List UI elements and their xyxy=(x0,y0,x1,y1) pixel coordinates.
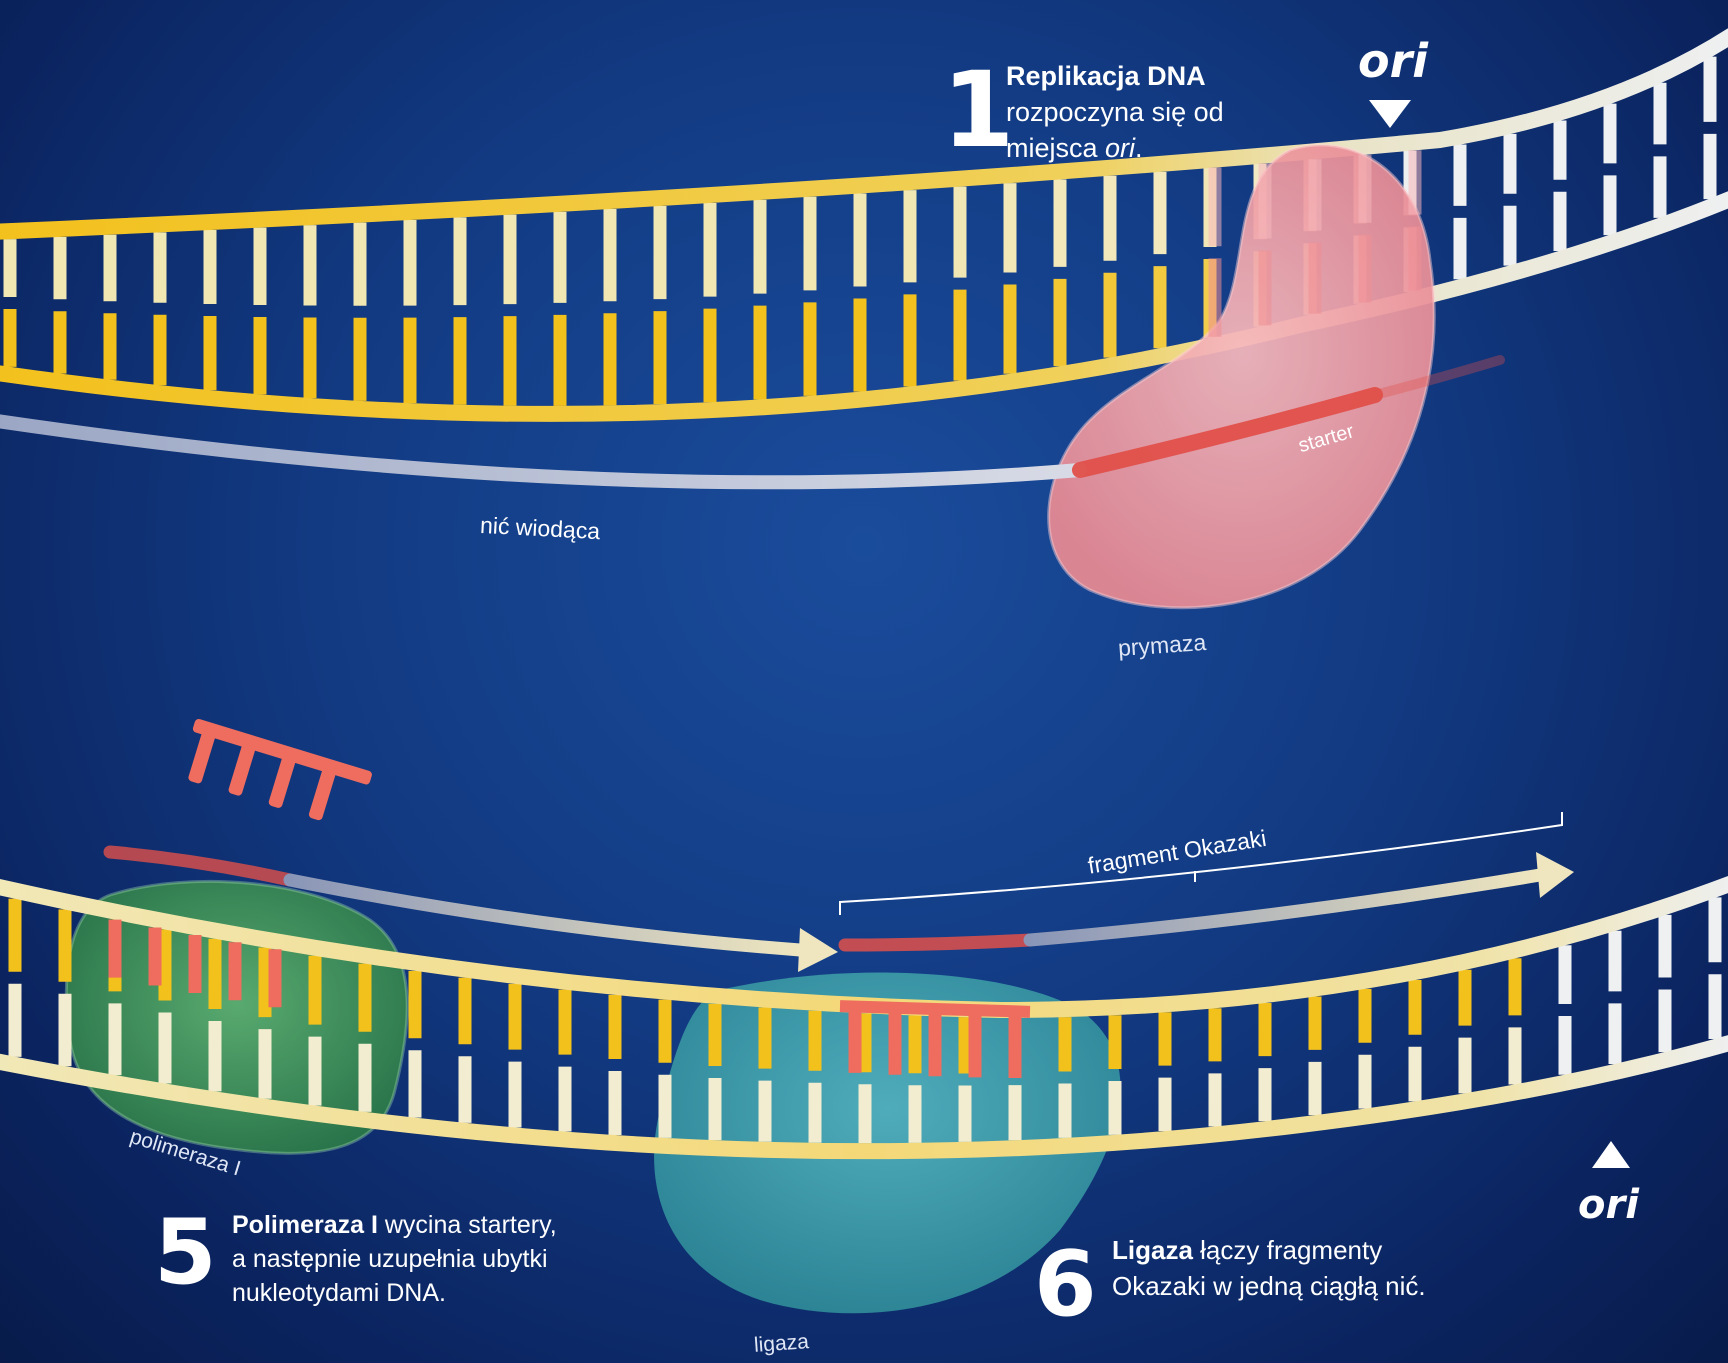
ori-marker-down-icon xyxy=(1369,100,1411,128)
step-6-number: 6 xyxy=(1034,1240,1097,1330)
step-6-line2: Okazaki w jedną ciągłą nić. xyxy=(1112,1268,1426,1304)
arrow-icon xyxy=(798,928,838,972)
ori-label-bottom: ori xyxy=(1578,1182,1639,1228)
step-5-number: 5 xyxy=(154,1208,217,1298)
step-5-line2: a następnie uzupełnia ubytki xyxy=(232,1242,557,1276)
lagging-strand-primer-1 xyxy=(110,852,290,880)
step-5-text: Polimeraza I wycina startery, a następni… xyxy=(232,1208,557,1310)
arrow-icon xyxy=(1536,852,1574,898)
ori-marker-up-icon xyxy=(1592,1141,1630,1168)
top-dna-rungs xyxy=(10,57,1710,406)
ligase-red-backbone xyxy=(840,1006,1030,1012)
step-5-line3: nukleotydami DNA. xyxy=(232,1276,557,1310)
step-5-bold: Polimeraza I xyxy=(232,1211,378,1239)
okazaki-bracket xyxy=(840,812,1562,915)
step-1-line3-italic: ori xyxy=(1105,133,1135,163)
step-1-line3-prefix: miejsca xyxy=(1006,133,1105,163)
excised-starter-fragment xyxy=(178,718,373,831)
step-1-line2: rozpoczyna się od xyxy=(1006,94,1224,130)
leading-strand xyxy=(0,420,1080,482)
top-dna-double-helix xyxy=(0,30,1728,414)
lagging-strand-primer-2 xyxy=(845,940,1030,945)
ori-label-top: ori xyxy=(1358,34,1428,88)
step-6-text: Ligaza łączy fragmenty Okazaki w jedną c… xyxy=(1112,1232,1426,1304)
step-5-line1-rest: wycina startery, xyxy=(378,1211,557,1239)
step-1-number: 1 xyxy=(942,58,1014,162)
step-1-bold: Replikacja DNA xyxy=(1006,61,1206,91)
step-1-text: Replikacja DNA rozpoczyna się od miejsca… xyxy=(1006,58,1224,166)
step-6-bold: Ligaza xyxy=(1112,1235,1193,1265)
step-6-line1-rest: łączy fragmenty xyxy=(1193,1235,1382,1265)
step-1-line3-suffix: . xyxy=(1135,133,1143,163)
ligase-label: ligaza xyxy=(753,1330,809,1358)
lagging-strand-segment-2 xyxy=(1030,875,1540,940)
